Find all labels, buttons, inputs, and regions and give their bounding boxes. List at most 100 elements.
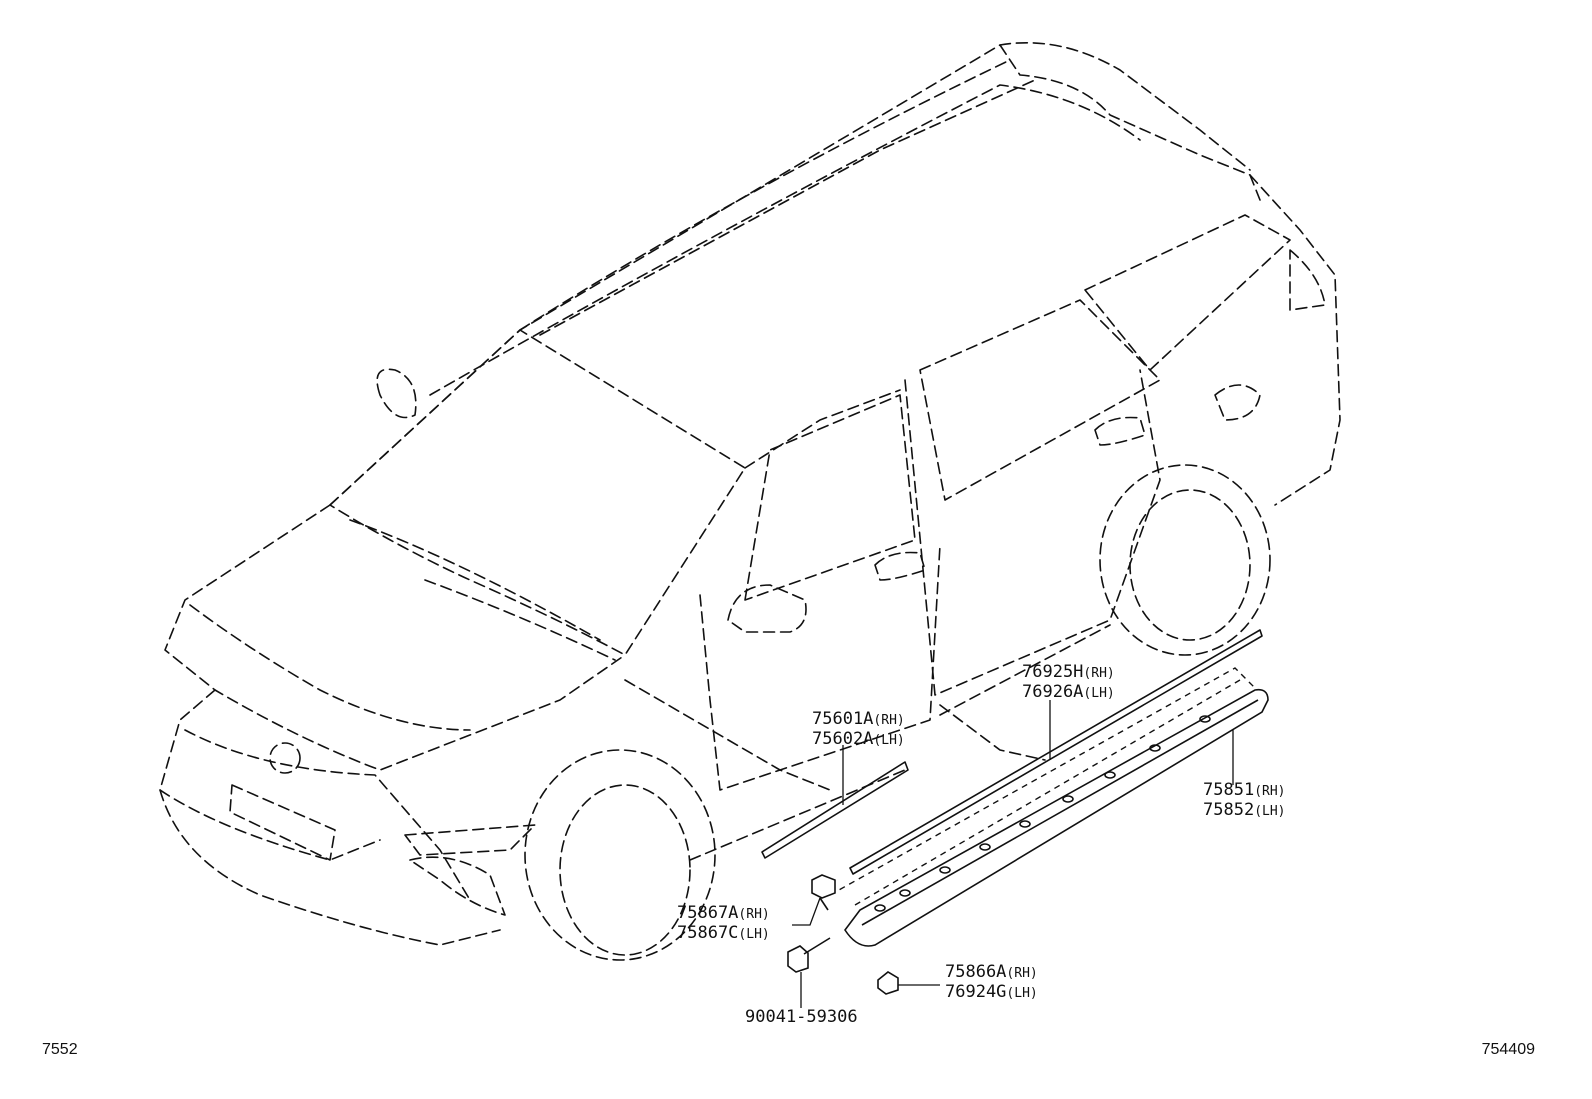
clip-hole (1149, 744, 1161, 752)
part-number: 75866A (945, 962, 1006, 982)
hood-crease (189, 604, 471, 731)
rocker-hidden-top (829, 667, 1256, 896)
a-pillar (744, 389, 901, 469)
part-number: 75852 (1203, 800, 1254, 820)
wiper-line (349, 519, 601, 641)
svg-text:75851(RH): 75851(RH) (1203, 780, 1286, 800)
side-tag: (RH) (873, 713, 904, 728)
side-tag: (RH) (738, 907, 769, 922)
screw-shank (803, 937, 831, 955)
callout-front-clip: 75867A(RH) 75867C(LH) (677, 903, 770, 943)
svg-text:75867C(LH): 75867C(LH) (677, 923, 770, 943)
fog-lamp (409, 856, 506, 916)
part-number: 76925H (1022, 662, 1083, 682)
side-tag: (LH) (1083, 686, 1114, 701)
callout-door-moulding: 75601A(RH) 75602A(LH) (812, 709, 905, 749)
mirror-top (376, 368, 417, 419)
part-number: 76924G (945, 982, 1006, 1002)
rear-tire (1129, 489, 1251, 641)
clip-hole (1062, 795, 1074, 803)
clip-hole (939, 866, 951, 874)
rocker-panel-lip (861, 699, 1259, 926)
svg-text:75602A(LH): 75602A(LH) (812, 729, 905, 749)
callout-rocker-outer: 76925H(RH) 76926A(LH) (1022, 662, 1115, 702)
sliding-door-outline (904, 369, 1161, 696)
part-number: 76926A (1022, 682, 1083, 702)
svg-text:75601A(RH): 75601A(RH) (812, 709, 905, 729)
screw (787, 945, 809, 973)
rocker-clip-holes (874, 715, 1211, 912)
front-door-handle (874, 551, 926, 581)
front-door-window (744, 394, 916, 601)
side-mirror (727, 584, 807, 633)
side-tag: (LH) (1254, 804, 1285, 819)
part-number: 75602A (812, 729, 873, 749)
rear-lamp (1289, 249, 1326, 311)
clip-hole (874, 904, 886, 912)
roof-outline (329, 42, 1251, 506)
svg-text:75852(LH): 75852(LH) (1203, 800, 1286, 820)
svg-text:90041-59306: 90041-59306 (745, 1007, 858, 1027)
leader-lines (792, 700, 1234, 1008)
rear-wheel-arch (1099, 464, 1271, 656)
side-tag: (LH) (738, 927, 769, 942)
roof-rear-edge (999, 44, 1261, 201)
callout-screw: 90041-59306 (745, 1007, 858, 1027)
door-moulding-strip (761, 761, 909, 859)
front-door-outline (699, 544, 941, 791)
rocker-hidden-line (939, 624, 1111, 716)
side-tag: (LH) (873, 733, 904, 748)
svg-text:76926A(LH): 76926A(LH) (1022, 682, 1115, 702)
rear-quarter-window (1084, 214, 1291, 371)
side-tag: (LH) (1006, 986, 1037, 1001)
side-tag: (RH) (1083, 666, 1114, 681)
emblem (269, 742, 301, 774)
windshield (329, 329, 746, 656)
floor-line-2 (939, 704, 1046, 761)
clip-hole (899, 889, 911, 897)
front-clip-stem (819, 897, 829, 911)
callout-clip-nut: 75866A(RH) 76924G(LH) (945, 962, 1038, 1002)
front-tire (559, 784, 691, 956)
wiper-line-2 (424, 579, 616, 661)
grille-lower (184, 729, 471, 901)
hood-outline (164, 504, 626, 771)
license-plate (229, 784, 336, 861)
side-tag: (RH) (1006, 966, 1037, 981)
clip-hole (979, 843, 991, 851)
svg-text:75867A(RH): 75867A(RH) (677, 903, 770, 923)
part-number: 75867C (677, 923, 738, 943)
clip-hole (1104, 771, 1116, 779)
roof-rail-left (519, 59, 1011, 331)
footer-right-code: 754409 (1482, 1041, 1535, 1058)
footer-left-code: 7552 (42, 1041, 78, 1058)
part-number: 75867A (677, 903, 738, 923)
grille-top (159, 689, 381, 861)
parts (761, 629, 1269, 995)
part-number: 75851 (1203, 780, 1254, 800)
rear-body (1249, 174, 1341, 506)
rocker-outer-moulding (849, 629, 1263, 875)
sliding-door-handle (1094, 416, 1146, 446)
svg-text:76924G(LH): 76924G(LH) (945, 982, 1038, 1002)
front-clip (811, 874, 836, 899)
fuel-lid (1214, 384, 1261, 421)
svg-text:76925H(RH): 76925H(RH) (1022, 662, 1115, 682)
roof-rail-line (539, 79, 1036, 336)
lower-body-line (689, 769, 906, 861)
clip-hole (1199, 715, 1211, 723)
sliding-door-window (919, 299, 1161, 501)
svg-text:75866A(RH): 75866A(RH) (945, 962, 1038, 982)
leader-front-clip (792, 897, 821, 926)
vehicle-outline (159, 42, 1341, 961)
part-number: 90041-59306 (745, 1007, 858, 1027)
clip-nut (877, 971, 899, 995)
part-number: 75601A (812, 709, 873, 729)
rocker-hidden-edge (854, 679, 1241, 906)
floor-line (624, 679, 831, 791)
front-wheel-arch (524, 749, 716, 961)
callout-rocker-panel: 75851(RH) 75852(LH) (1203, 780, 1286, 820)
side-tag: (RH) (1254, 784, 1285, 799)
front-bumper (159, 789, 501, 946)
